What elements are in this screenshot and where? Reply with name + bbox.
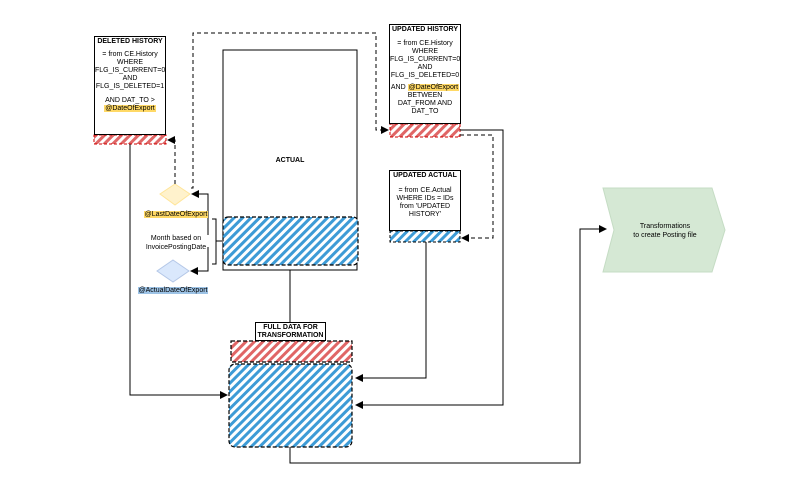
full-data-red-strip (230, 340, 353, 363)
connector-deleted-to-full (129, 144, 228, 399)
actual-date-text: @ActualDateOfExport (137, 287, 209, 294)
updated-actual-box[interactable]: UPDATED ACTUAL = from CE.Actual WHERE ID… (389, 170, 461, 231)
actual-date-label: @ActualDateOfExport (130, 286, 216, 295)
updated-history-strip (389, 123, 461, 138)
updated-actual-strip (389, 230, 461, 243)
updated-history-title: UPDATED HISTORY (392, 26, 458, 33)
month-bracket (212, 218, 217, 265)
deleted-history-line2: WHERE (116, 59, 144, 66)
actual-date-diamond[interactable] (156, 259, 190, 283)
dashed-updated-history-to-updated-actual (460, 134, 494, 242)
updated-history-line8: DAT_FROM AND (397, 100, 453, 107)
dashed-last-date-to-deleted (167, 136, 176, 184)
actual-blue-area (222, 216, 359, 266)
transformations-line2: to create Posting file (633, 232, 697, 239)
transformations-line1: Transformations (639, 223, 691, 230)
deleted-history-box[interactable]: DELETED HISTORY = from CE.History WHERE … (94, 36, 166, 135)
connector-month-to-actual-date (190, 247, 209, 275)
updated-history-param: @DateOfExport (407, 84, 460, 91)
month-based-label: Month based on InvoicePostingDate (140, 234, 212, 252)
updated-history-line7: BETWEEN (407, 92, 443, 99)
updated-history-line4: AND (417, 64, 433, 71)
updated-actual-line3: from 'UPDATED (399, 203, 451, 210)
dashed-last-date-to-updated (191, 32, 389, 189)
month-based-line1: Month based on (150, 235, 202, 242)
deleted-history-line6: AND DAT_TO > (105, 97, 155, 104)
deleted-history-strip (93, 134, 167, 145)
connector-updated-actual-to-full (355, 242, 427, 382)
deleted-history-line3: FLG_IS_CURRENT=0 (95, 67, 166, 74)
updated-history-line1: = from CE.History (397, 40, 453, 47)
updated-history-line2: WHERE (411, 48, 439, 55)
deleted-history-line5: FLG_IS_DELETED=1 (95, 83, 165, 90)
updated-actual-line1: = from CE.Actual (398, 187, 452, 194)
connector-month-to-last-date (191, 190, 209, 235)
full-data-title-box[interactable]: FULL DATA FOR TRANSFORMATION (255, 322, 326, 341)
last-date-diamond[interactable] (159, 183, 191, 206)
deleted-history-line4: AND (122, 75, 138, 82)
transformations-shape[interactable] (602, 187, 726, 273)
connector-full-to-transformations (289, 225, 607, 464)
connector-updated-history-to-full (355, 129, 504, 409)
full-data-blue-area (228, 363, 353, 448)
full-data-title-line1: FULL DATA FOR (263, 324, 318, 331)
month-based-line2: InvoicePostingDate (145, 244, 207, 251)
updated-history-line9: DAT_TO (411, 108, 439, 115)
last-date-label: @LastDateOfExport (136, 210, 216, 219)
last-date-text: @LastDateOfExport (143, 211, 209, 218)
updated-actual-title: UPDATED ACTUAL (393, 172, 457, 179)
updated-history-line5: FLG_IS_DELETED=0 (390, 72, 460, 79)
full-data-title-line2: TRANSFORMATION (257, 332, 324, 339)
updated-history-line3: FLG_IS_CURRENT=0 (390, 56, 461, 63)
updated-actual-line2: WHERE IDs = IDs (396, 195, 454, 202)
deleted-history-line1: = from CE.History (102, 51, 158, 58)
transformations-label: Transformations to create Posting file (612, 222, 718, 240)
updated-history-box[interactable]: UPDATED HISTORY = from CE.History WHERE … (389, 24, 461, 124)
deleted-history-title: DELETED HISTORY (97, 38, 163, 45)
updated-history-line6: AND (390, 84, 406, 91)
deleted-history-param: @DateOfExport (104, 105, 156, 112)
updated-actual-line4: HISTORY' (408, 211, 442, 218)
actual-title: ACTUAL (275, 157, 305, 164)
